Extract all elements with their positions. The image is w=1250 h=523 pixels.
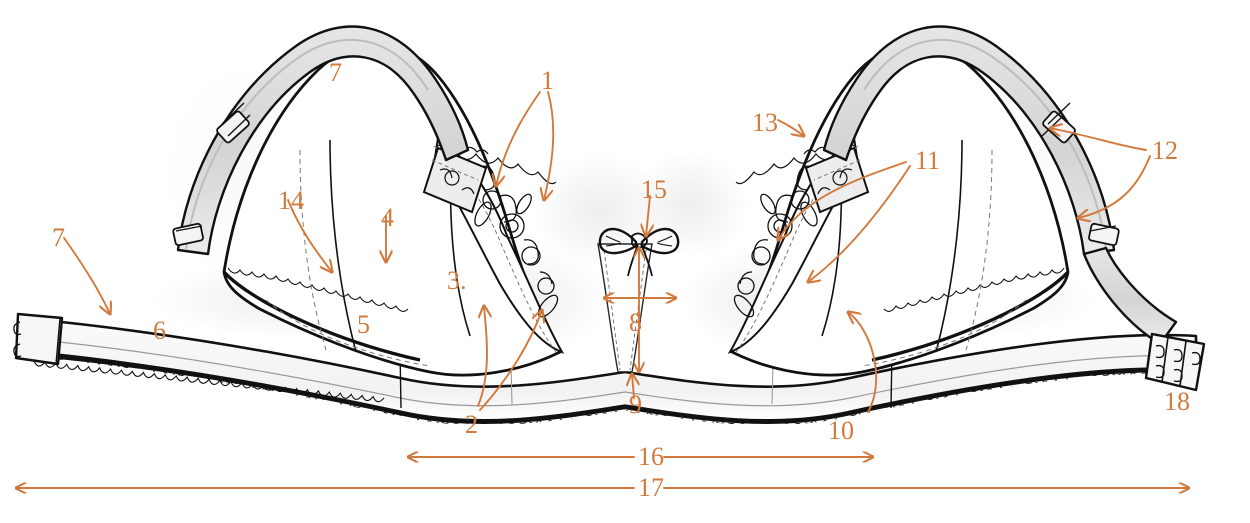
left-strap-join [422,142,489,214]
band-scallops [33,360,385,403]
callout-label-3: 3. [447,266,467,295]
callout-label-12: 12 [1152,136,1178,165]
leader-12b [1078,155,1151,218]
callout-label-1: 1 [541,66,554,95]
left-cup [222,43,565,377]
leader-1b [544,91,555,200]
callout-label-2: 2 [465,410,478,439]
strap-slider-left-upper [216,102,251,144]
leader-2b [479,310,542,411]
callout-label-15: 15 [641,175,667,204]
callout-label-4: 4 [381,203,394,232]
band-end-left [13,312,64,366]
callout-label-17: 17 [638,473,664,502]
callout-label-13: 13 [752,108,778,137]
callout-label-10: 10 [828,416,854,445]
callout-label-6: 6 [153,316,166,345]
callout-leaders [63,91,1151,413]
leader-2a [477,306,487,407]
strap-right [822,25,1178,346]
strap-slider-right-lower [1088,222,1120,247]
leader-9 [632,374,634,399]
leader-11a [778,161,907,240]
callout-label-8: 8 [629,308,642,337]
callout-label-5: 5 [357,310,370,339]
callout-label-16: 16 [638,442,664,471]
callout-label-11: 11 [915,146,941,175]
leader-11b [808,165,911,282]
callout-label-9: 9 [629,390,642,419]
callout-label-18: 18 [1164,387,1190,416]
leader-1a [496,91,541,186]
strap-slider-left-lower [172,222,204,247]
leader-7b [63,237,110,314]
leader-14 [287,199,332,272]
right-cup [727,43,1070,377]
callout-label-14: 14 [278,186,304,215]
leader-15 [646,195,650,236]
callout-label-7-top: 7 [329,58,342,87]
leader-12a [1050,128,1147,151]
leader-10 [848,312,877,413]
dimension-8 [604,248,676,372]
strap-left [172,25,470,256]
hook-and-eye-closure [1144,332,1206,392]
leader-13 [777,119,804,136]
callout-label-7-left: 7 [52,223,65,252]
